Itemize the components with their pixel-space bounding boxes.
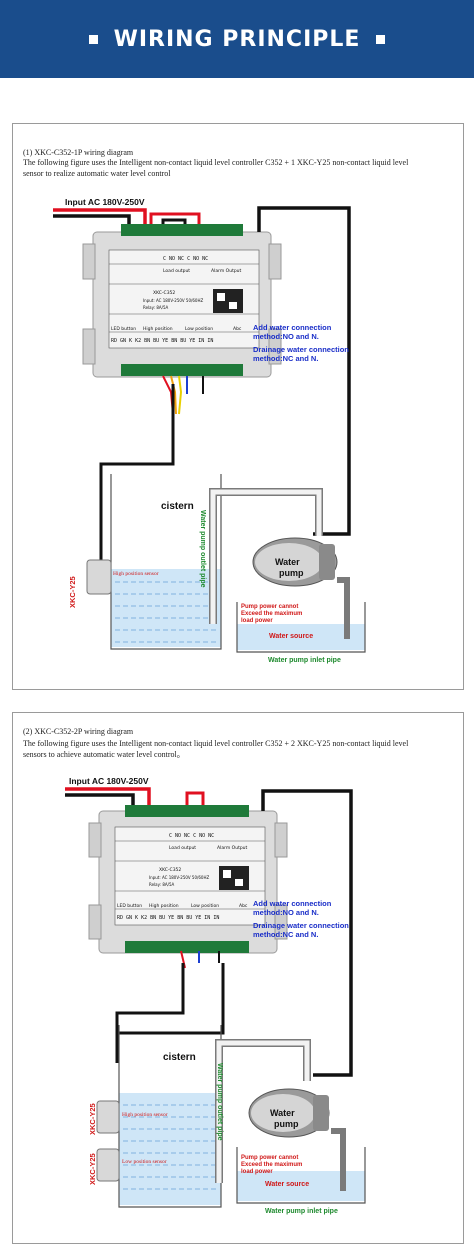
bottom-terminal-labels: RD GN K K2 BN BU YE BN BU YE IN IN (117, 915, 219, 921)
drainage-label: Drainage water connection (253, 921, 349, 930)
panel-heading: (2) XKC-C352-2P wiring diagram (23, 727, 134, 736)
inlet-pipe (331, 1128, 346, 1191)
input-ac-label: Input AC 180V-250V (69, 776, 149, 786)
water-source-label: Water source (265, 1181, 309, 1188)
pump-label-line1: Water (270, 1108, 295, 1118)
neutral-to-pump-wire (261, 789, 353, 1077)
high-position-sensor (86, 559, 112, 595)
input-rating-label: Input: AC 180V-250V 50/60HZ (149, 875, 209, 880)
inlet-pipe-label: Water pump inlet pipe (268, 657, 341, 664)
inlet-pipe-label: Water pump inlet pipe (265, 1208, 338, 1215)
high-sensor-label: High position sensor (113, 571, 159, 577)
jumper-wire-red (185, 791, 205, 811)
led-button-label: LED button (111, 326, 136, 332)
sensor-cable (99, 384, 175, 564)
top-terminal-labels: C NO NC C NO NC (163, 256, 208, 262)
controller-module: C NO NC C NO NC Load output Alarm Output… (88, 805, 288, 954)
drainage-method: method:NC and N. (253, 354, 318, 363)
pump-note-line1: Pump power cannot (241, 1155, 298, 1161)
alarm-output-label: Alarm Output (217, 845, 248, 851)
neutral-input-wire (53, 214, 131, 232)
model-label: XKC-C352 (159, 867, 181, 873)
add-water-method: method:NO and N. (253, 908, 319, 917)
outlet-pipe-label: Water pump outlet pipe (216, 1063, 223, 1141)
abc-label: Abc (239, 903, 248, 909)
input-rating-label: Input: AC 180V-250V 50/60HZ (143, 298, 203, 303)
panel-description-line2: sensors to achieve automatic water level… (23, 750, 185, 759)
wiring-diagram-2p: Input AC 180V-250V C NO NC C NO NC Load … (65, 776, 366, 1215)
neutral-input-wire (65, 793, 135, 811)
pump-note-line2: Exceed the maximum (241, 611, 302, 617)
model-label: XKC-C352 (153, 290, 175, 296)
pump-note-line1: Pump power cannot (241, 604, 298, 610)
sensor-model-label-low: XKC-Y25 (88, 1153, 97, 1185)
high-position-label: High position (143, 326, 173, 332)
drainage-method: method:NC and N. (253, 930, 318, 939)
pump-note-line2: Exceed the maximum (241, 1162, 302, 1168)
water-pump (248, 1088, 330, 1138)
high-sensor-label: High position sensor (122, 1112, 168, 1118)
high-position-sensor (96, 1100, 120, 1134)
panel-description-line1: The following figure uses the Intelligen… (23, 158, 409, 167)
panel-description-line1: The following figure uses the Intelligen… (23, 739, 409, 748)
panel-heading: (1) XKC-C352-1P wiring diagram (23, 148, 134, 157)
add-water-method: method:NO and N. (253, 332, 319, 341)
neutral-to-pump-wire (257, 206, 351, 536)
wiring-panel-2p: (2) XKC-C352-2P wiring diagram The follo… (12, 712, 464, 1244)
pump-label-line2: pump (274, 1119, 299, 1129)
relay-rating-label: Relay: 8A/5A (143, 305, 168, 310)
sensor-wire-orange (170, 375, 177, 415)
live-input-wire (65, 787, 151, 811)
cistern-tank (110, 474, 222, 650)
square-bullet-left (88, 34, 98, 44)
low-sensor-label: Low position sensor (122, 1159, 167, 1165)
input-ac-label: Input AC 180V-250V (65, 197, 145, 207)
wiring-diagram-1p: Input AC 180V-250V C NO NC C NO NC Load … (53, 197, 366, 664)
outlet-pipe-label: Water pump outlet pipe (199, 510, 206, 588)
inlet-pipe (337, 577, 350, 639)
relay-rating-label: Relay: 8A/5A (149, 882, 174, 887)
add-water-label: Add water connection (253, 899, 332, 908)
load-output-label: Load output (169, 845, 196, 851)
water-source-tank (236, 602, 366, 653)
top-terminal-labels: C NO NC C NO NC (169, 833, 214, 839)
led-button-label: LED button (117, 903, 142, 909)
pump-note-line3: load power (241, 1169, 273, 1175)
load-output-label: Load output (163, 268, 190, 274)
low-position-sensor (96, 1148, 120, 1182)
cistern-label: cistern (163, 1052, 196, 1063)
pump-note-line3: load power (241, 618, 273, 624)
panel-description-line2: sensor to realize automatic water level … (23, 169, 171, 178)
drainage-label: Drainage water connection (253, 345, 349, 354)
cistern-label: cistern (161, 501, 194, 512)
alarm-output-label: Alarm Output (211, 268, 242, 274)
add-water-label: Add water connection (253, 323, 332, 332)
low-position-label: Low position (191, 903, 219, 909)
square-bullet-right (376, 34, 386, 44)
high-position-label: High position (149, 903, 179, 909)
abc-label: Abc (233, 326, 242, 332)
sensor-cable-low (117, 963, 225, 1035)
section-banner: WIRING PRINCIPLE (0, 0, 474, 78)
sensor-model-label: XKC-Y25 (68, 576, 77, 608)
pump-label-line1: Water (275, 557, 300, 567)
water-source-label: Water source (269, 633, 313, 640)
sensor-model-label-high: XKC-Y25 (88, 1103, 97, 1135)
water-pump (252, 537, 338, 587)
sensor-cable-high (115, 963, 185, 1063)
pump-label-line2: pump (279, 568, 304, 578)
wiring-panel-1p: (1) XKC-C352-1P wiring diagram The follo… (12, 123, 464, 690)
low-position-label: Low position (185, 326, 213, 332)
bottom-terminal-labels: RD GN K K2 BN BU YE BN BU YE IN IN (111, 338, 213, 344)
controller-module: C NO NC C NO NC Load output Alarm Output… (82, 224, 282, 378)
sensor-wire-yellow (178, 375, 183, 415)
jumper-wire-red (149, 212, 201, 232)
banner-title: WIRING PRINCIPLE (113, 26, 361, 52)
